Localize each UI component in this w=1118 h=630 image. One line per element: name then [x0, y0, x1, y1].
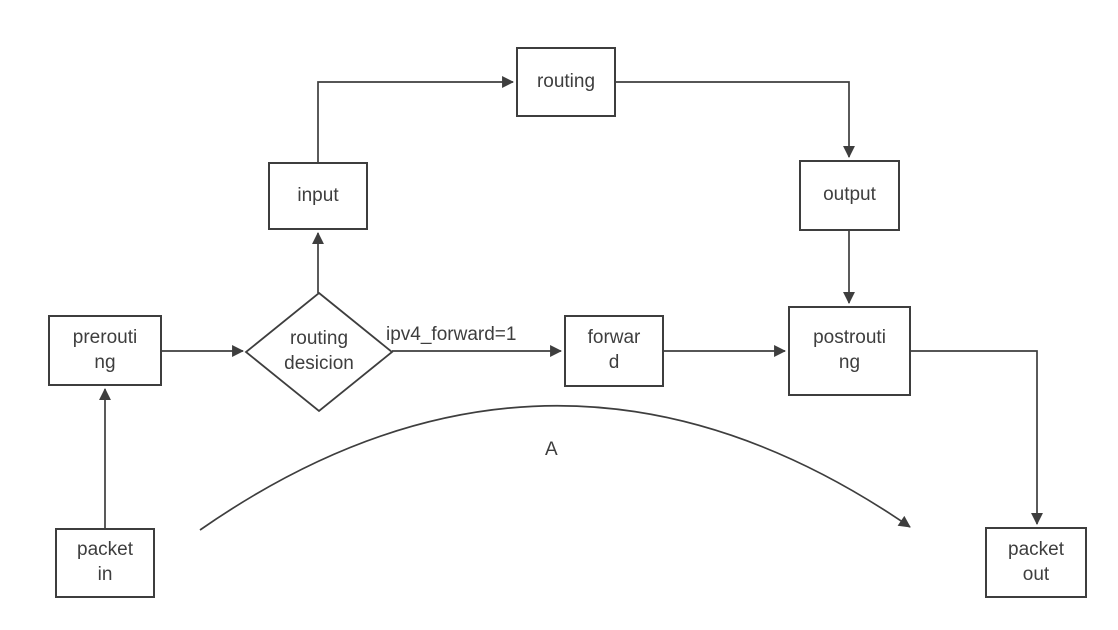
node-packet-in: packet in: [55, 528, 155, 598]
edge-postrouting-to-packet-out: [911, 350, 1043, 525]
node-prerouting: prerouti ng: [48, 315, 162, 386]
routing-decision-diamond: [244, 291, 394, 413]
node-postrouting: postrouti ng: [788, 306, 911, 396]
edge-curved-bypass-arrow: [199, 404, 911, 531]
edge-input-to-routing: [317, 76, 514, 162]
node-input: input: [268, 162, 368, 230]
edge-routing-to-output: [616, 81, 855, 158]
node-packet-out: packet out: [985, 527, 1087, 598]
node-routing: routing: [516, 47, 616, 117]
node-routing-decision-label: routing desicion: [284, 328, 354, 374]
edge-label-a: A: [545, 439, 558, 460]
node-forward: forwar d: [564, 315, 664, 387]
node-output: output: [799, 160, 900, 231]
edge-label-ipv4-forward: ipv4_forward=1: [386, 324, 517, 345]
